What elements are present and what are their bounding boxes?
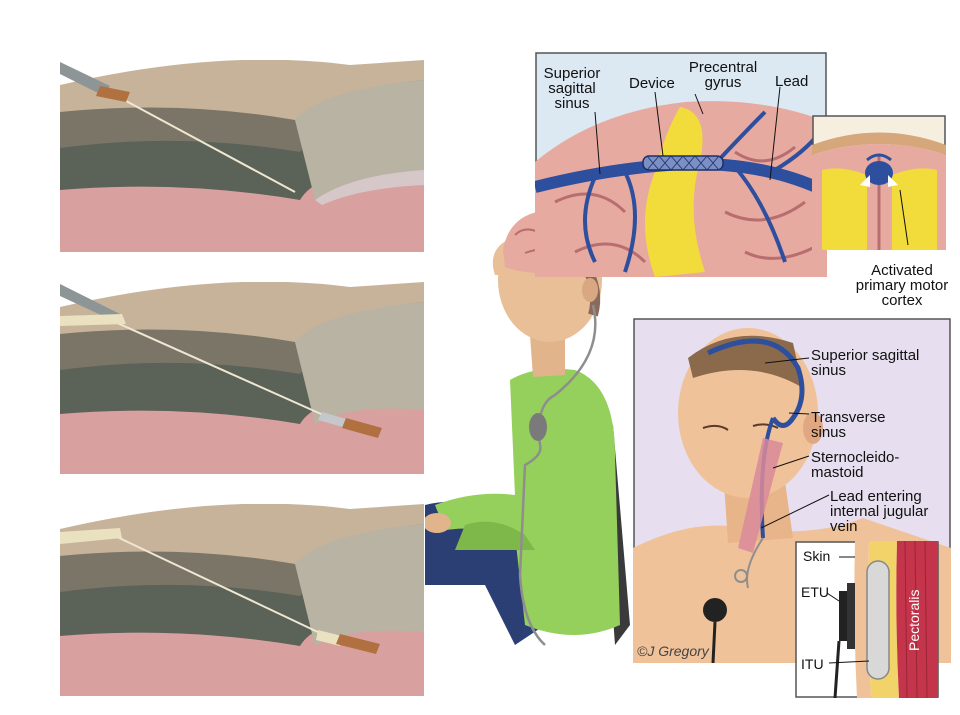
label-superior-sagittal-sinus-top: Superior sagittal sinus bbox=[543, 65, 601, 112]
tissue-panel-1 bbox=[60, 60, 424, 252]
credit-text: ©J Gregory bbox=[637, 643, 709, 659]
label-etu: ETU bbox=[801, 584, 829, 600]
brain-surface-inset: Superior sagittal sinus Device Precentra… bbox=[535, 52, 827, 277]
label-transverse-sinus: Transverse sinus bbox=[811, 409, 886, 441]
label-lead-entering-vein: Lead entering internal jugular vein bbox=[830, 488, 929, 535]
label-device: Device bbox=[629, 75, 675, 92]
label-activated-cortex: Activated primary motor cortex bbox=[855, 262, 949, 309]
label-pectoralis: Pectoralis bbox=[906, 589, 922, 651]
label-precentral-gyrus: Precentral gyrus bbox=[688, 59, 758, 91]
label-sternocleidomastoid: Sternocleido- mastoid bbox=[811, 449, 900, 481]
tissue-panel-3 bbox=[60, 504, 424, 696]
cortex-cross-section-inset bbox=[812, 115, 946, 250]
label-superior-sagittal-sinus-bottom: Superior sagittal sinus bbox=[811, 347, 920, 379]
label-itu: ITU bbox=[801, 656, 824, 672]
implant-zoom-inset: Skin ETU ITU Pectoralis bbox=[795, 541, 939, 698]
tissue-panel-2 bbox=[60, 282, 424, 474]
seated-person-illustration bbox=[425, 205, 640, 695]
label-lead: Lead bbox=[775, 73, 809, 90]
label-skin: Skin bbox=[803, 548, 831, 564]
